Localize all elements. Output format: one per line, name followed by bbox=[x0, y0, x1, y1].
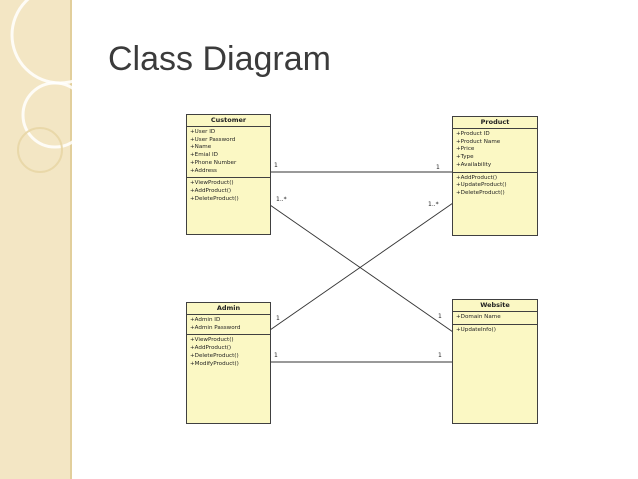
attribute: +Price bbox=[456, 146, 475, 153]
attribute: +Product Name bbox=[456, 138, 501, 145]
operation: +ModifyProduct() bbox=[190, 360, 239, 367]
class-name: Customer bbox=[187, 115, 270, 127]
multiplicity-customer-product-customer-end: 1 bbox=[274, 162, 278, 169]
association-admin-product bbox=[269, 202, 454, 331]
operations-section: +ViewProduct() +AddProduct() +DeleteProd… bbox=[187, 335, 270, 370]
attribute: +Admin Password bbox=[190, 324, 241, 331]
operation: +DeleteProduct() bbox=[190, 352, 239, 359]
attribute: +Domain Name bbox=[456, 314, 501, 320]
class-website: Website +Domain Name +UpdateInfo() bbox=[452, 299, 538, 424]
operations-section: +AddProduct() +UpdateProduct() +DeletePr… bbox=[453, 173, 537, 200]
operation: +UpdateProduct() bbox=[456, 182, 507, 189]
operation: +AddProduct() bbox=[190, 187, 232, 194]
attributes-section: +Admin ID +Admin Password bbox=[187, 315, 270, 336]
operation: +AddProduct() bbox=[190, 345, 232, 352]
class-customer: Customer +User ID +User Password +Name +… bbox=[186, 114, 271, 235]
attribute: +Product ID bbox=[456, 131, 490, 137]
operations-section: +ViewProduct() +AddProduct() +DeleteProd… bbox=[187, 178, 270, 205]
attributes-section: +Product ID +Product Name +Price +Type +… bbox=[453, 129, 537, 173]
class-name: Product bbox=[453, 117, 537, 129]
class-admin: Admin +Admin ID +Admin Password +ViewPro… bbox=[186, 302, 271, 424]
multiplicity-customer-product-product-end: 1 bbox=[436, 164, 440, 171]
attributes-section: +User ID +User Password +Name +Emial ID … bbox=[187, 127, 270, 179]
attribute: +Emial ID bbox=[190, 152, 218, 159]
decorative-circles bbox=[10, 0, 110, 173]
multiplicity-admin-website-admin-end: 1 bbox=[274, 352, 278, 359]
class-product: Product +Product ID +Product Name +Price… bbox=[452, 116, 538, 236]
multiplicity-customer-website-customer-end: 1..* bbox=[276, 196, 287, 203]
slide-title: Class Diagram bbox=[108, 40, 331, 78]
operation: +ViewProduct() bbox=[190, 180, 234, 187]
multiplicity-admin-product-admin-end: 1 bbox=[276, 315, 280, 322]
left-band-divider bbox=[70, 0, 72, 479]
operation: +UpdateInfo() bbox=[456, 326, 496, 333]
attribute: +User Password bbox=[190, 136, 236, 143]
multiplicity-admin-product-product-end: 1..* bbox=[428, 201, 439, 208]
attribute: +Address bbox=[190, 167, 217, 174]
left-decorative-band bbox=[0, 0, 70, 479]
attributes-section: +Domain Name bbox=[453, 312, 537, 325]
attribute: +Admin ID bbox=[190, 317, 221, 323]
multiplicity-admin-website-website-end: 1 bbox=[438, 352, 442, 359]
attribute: +User ID bbox=[190, 129, 216, 135]
attribute: +Availability bbox=[456, 161, 492, 168]
association-customer-website bbox=[269, 204, 454, 333]
operation: +DeleteProduct() bbox=[456, 189, 505, 196]
class-name: Website bbox=[453, 300, 537, 312]
multiplicity-customer-website-website-end: 1 bbox=[438, 313, 442, 320]
operations-section: +UpdateInfo() bbox=[453, 325, 537, 337]
attribute: +Phone Number bbox=[190, 159, 237, 166]
operation: +ViewProduct() bbox=[190, 337, 234, 344]
operation: +DeleteProduct() bbox=[190, 195, 239, 202]
operation: +AddProduct() bbox=[456, 174, 498, 181]
attribute: +Name bbox=[190, 144, 212, 151]
class-name: Admin bbox=[187, 303, 270, 315]
attribute: +Type bbox=[456, 154, 474, 161]
